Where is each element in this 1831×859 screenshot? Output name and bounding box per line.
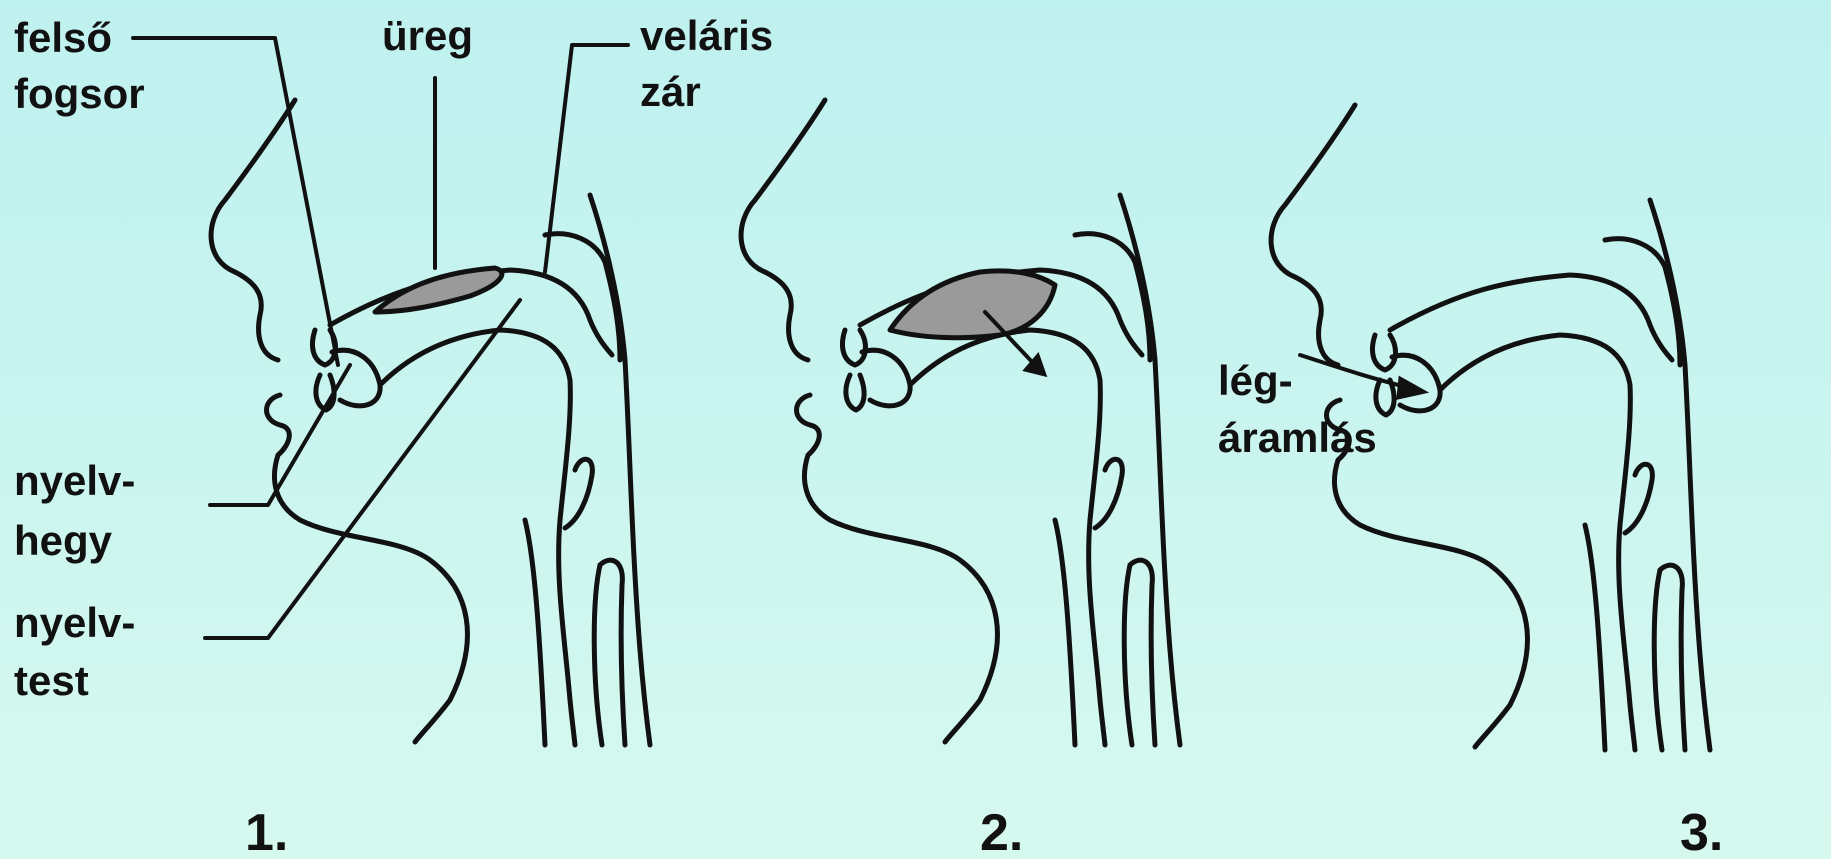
- label-leg: lég-: [1218, 357, 1293, 404]
- stage-number-1: 1.: [245, 804, 288, 859]
- label-test: test: [14, 657, 89, 704]
- figure-2: [741, 100, 1180, 745]
- label-ureg: üreg: [382, 12, 473, 59]
- label-nyelv-2: nyelv-: [14, 599, 135, 646]
- label-nyelv-1: nyelv-: [14, 457, 135, 504]
- cavity-shading-1: [375, 268, 502, 312]
- label-felso: felső: [14, 14, 112, 61]
- label-velaris: veláris: [640, 12, 773, 59]
- stage-number-3: 3.: [1680, 804, 1723, 859]
- stage-number-2: 2.: [980, 804, 1023, 859]
- label-aramlas: áramlás: [1218, 414, 1377, 461]
- airflow-arrow: [1300, 355, 1425, 398]
- leader-lines-1: [133, 38, 628, 638]
- label-hegy: hegy: [14, 517, 113, 564]
- label-zar: zár: [640, 68, 701, 115]
- label-fogsor: fogsor: [14, 70, 145, 117]
